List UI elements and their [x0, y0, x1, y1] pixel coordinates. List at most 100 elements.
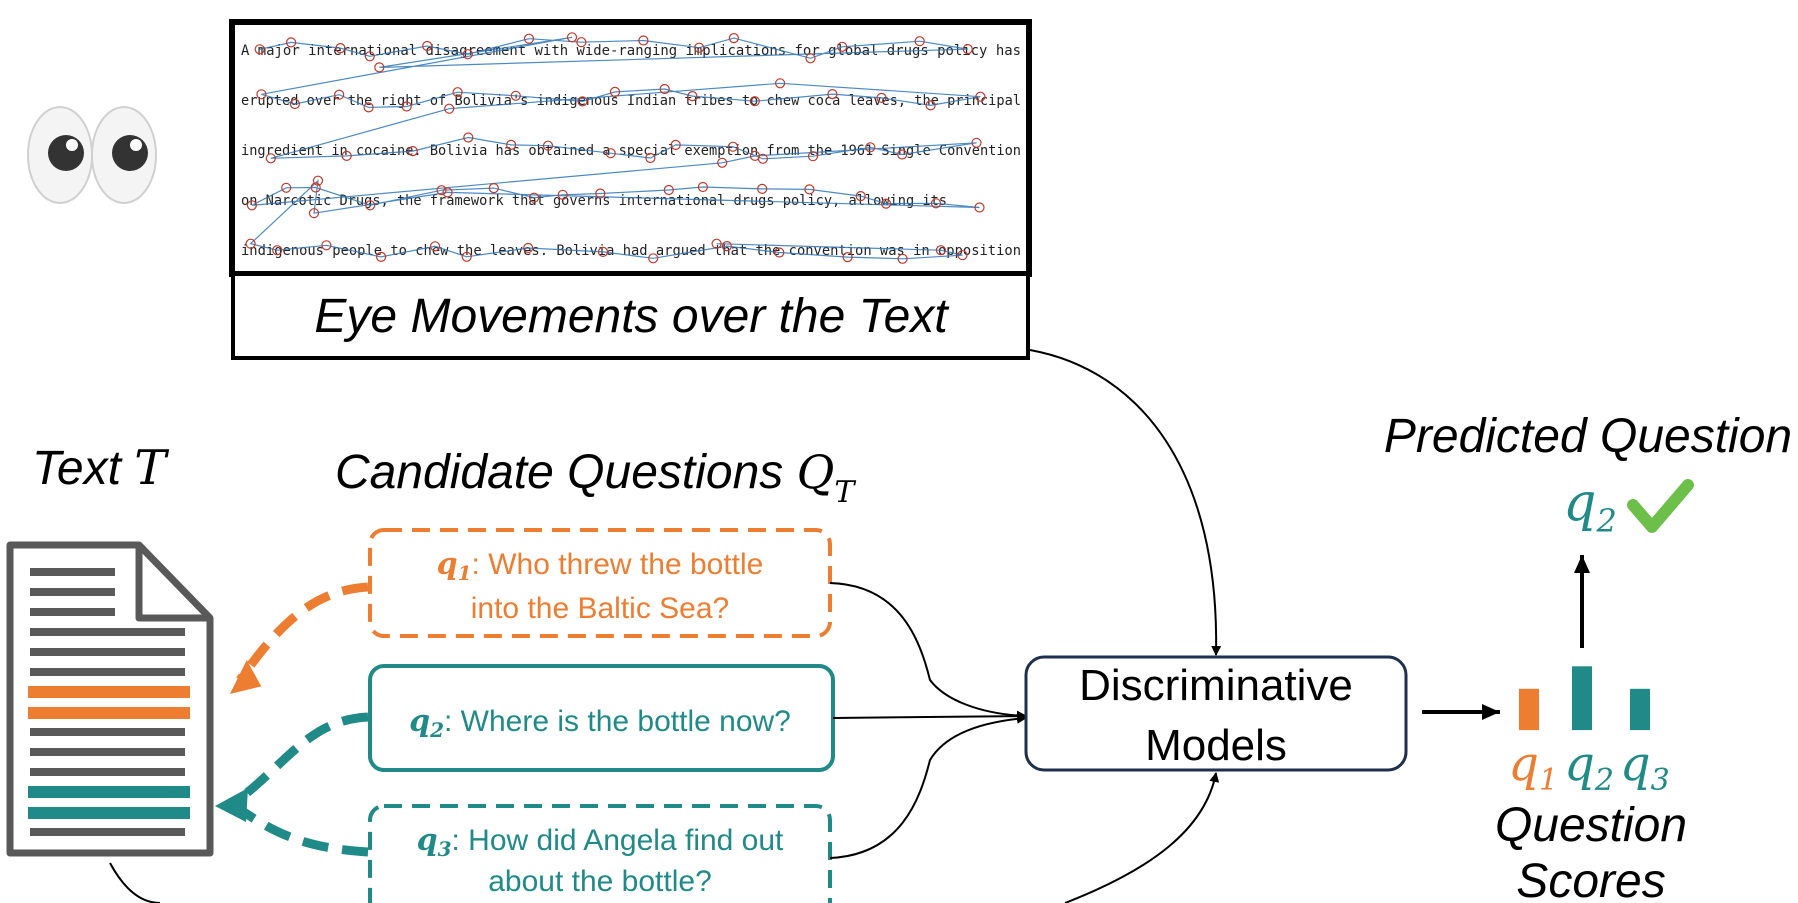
fixation-point: [827, 88, 838, 100]
fixation-point: [334, 89, 345, 100]
fixation-point: [962, 43, 973, 55]
fixation-point: [374, 62, 385, 73]
question-q3-line2: about the bottle?: [488, 865, 712, 898]
fixation-point: [542, 140, 554, 151]
reading-line: indigenous people to chew the leaves. Bo…: [241, 243, 1021, 259]
fixation-point: [935, 245, 947, 256]
fixation-point: [286, 37, 297, 48]
fixation-point: [609, 86, 621, 98]
fixation-point: [804, 184, 815, 195]
question-q2-line1: q2: Where is the bottle now?: [409, 704, 791, 742]
score-bar-q2: [1572, 666, 1592, 731]
fixation-point: [727, 141, 739, 152]
fixation-point: [576, 37, 587, 48]
fixation-point: [774, 78, 786, 89]
text-label: Text T: [32, 440, 169, 496]
fixation-point: [452, 87, 463, 98]
reading-line: on Narcotic Drugs, the framework that go…: [241, 193, 947, 209]
highlight-line-q1: [28, 707, 190, 719]
fixation-point: [376, 251, 387, 262]
fixation-point: [566, 32, 578, 43]
fixation-point: [645, 152, 656, 164]
fixation-point: [648, 253, 659, 264]
score-bar-q3: [1630, 688, 1650, 731]
scores-caption-line2: Scores: [1516, 855, 1665, 903]
eyes-icon: [27, 106, 157, 204]
fixation-point: [523, 242, 534, 254]
scanpath-plot: [245, 32, 986, 264]
fixation-point: [430, 241, 441, 252]
fixation-point: [721, 241, 733, 252]
predicted-question-title: Predicted Question: [1384, 410, 1792, 463]
fixation-point: [749, 150, 761, 161]
fixation-point: [422, 40, 433, 52]
model-label-line2: Models: [1145, 721, 1287, 770]
fixation-point: [595, 188, 606, 199]
fixation-point: [506, 139, 517, 150]
reading-line: ingredient in cocaine. Bolivia has obtai…: [241, 143, 1021, 159]
fixation-point: [670, 139, 681, 150]
reading-line: A major international disagreement with …: [241, 43, 1021, 59]
fixation-point: [289, 98, 300, 110]
fixation-point: [254, 44, 265, 55]
fixation-point: [757, 183, 768, 194]
fixation-point: [880, 198, 892, 209]
highlight-line-q2: [28, 786, 190, 798]
fixation-point: [855, 191, 866, 202]
fixation-point: [246, 200, 257, 211]
fixation-point: [463, 132, 474, 143]
fixation-point: [638, 35, 649, 46]
fixation-point: [312, 175, 324, 186]
checkmark-icon: [1627, 479, 1694, 533]
fixation-point: [272, 245, 283, 256]
fixation-point: [663, 184, 674, 196]
fixation-point: [897, 253, 908, 264]
question-q3-line1: q3: How did Angela find out: [417, 823, 784, 861]
evidence-arrows: [215, 582, 369, 857]
fixation-point: [865, 142, 876, 153]
fixation-point: [488, 183, 499, 194]
scores-caption-line1: Question: [1495, 799, 1687, 852]
eye-panel-caption: Eye Movements over the Text: [314, 290, 949, 343]
model-input-arrows: [829, 349, 1222, 903]
fixation-point: [523, 33, 535, 44]
fixation-point: [749, 96, 760, 107]
fixation-point: [308, 208, 320, 219]
fixation-point: [930, 198, 942, 209]
fixation-point: [321, 240, 332, 251]
fixation-point: [805, 53, 816, 64]
predicted-question-value: q2: [1563, 473, 1617, 540]
fixation-point: [717, 157, 728, 168]
fixation-point: [975, 91, 986, 102]
question-box-q2: q2: Where is the bottle now?: [368, 664, 835, 772]
fixation-point: [711, 238, 722, 249]
fixation-point: [363, 102, 374, 113]
fixation-point: [925, 100, 936, 111]
question-box-q3: q3: How did Angela find out about the bo…: [368, 804, 832, 903]
saccade-path: [249, 36, 981, 260]
fixation-point: [557, 189, 568, 200]
fixation-point: [659, 83, 670, 95]
document-connector: [109, 862, 161, 903]
fixation-point: [265, 153, 276, 164]
fixation-point: [436, 185, 447, 196]
fixation-point: [407, 146, 418, 157]
fixation-point: [837, 41, 848, 52]
fixation-point: [597, 246, 609, 257]
fixation-point: [335, 42, 346, 54]
fixation-point: [897, 149, 908, 160]
fixation-point: [957, 250, 968, 261]
fixation-point: [605, 148, 616, 159]
fixation-point: [510, 90, 521, 101]
fixation-point: [281, 182, 292, 193]
reading-line: erupted over the right of Bolivia's indi…: [241, 93, 1021, 109]
fixation-point: [974, 202, 985, 213]
fixation-point: [256, 89, 267, 100]
model-label-line1: Discriminative: [1079, 661, 1353, 710]
question-box-q1: q1: Who threw the bottle into the Baltic…: [368, 528, 832, 638]
question-q1-line1: q1: Who threw the bottle: [437, 547, 764, 585]
fixation-point: [528, 192, 540, 203]
fixation-point: [728, 32, 740, 44]
fixation-point: [461, 251, 472, 262]
